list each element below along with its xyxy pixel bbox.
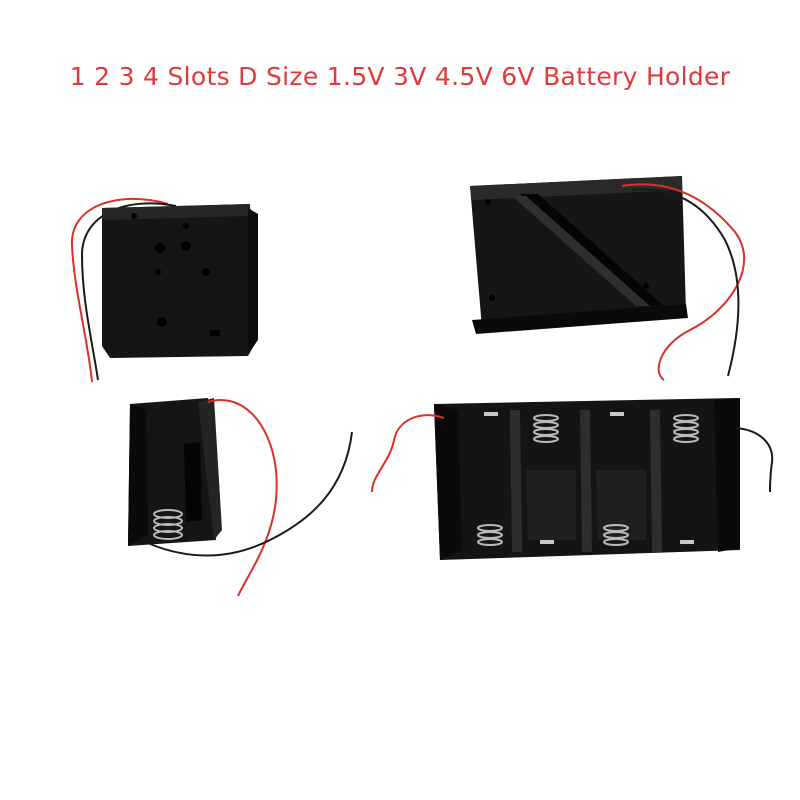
product-title: 1 2 3 4 Slots D Size 1.5V 3V 4.5V 6V Bat… <box>69 62 731 91</box>
black-wire <box>149 431 353 557</box>
holder-4-slot-open <box>371 398 774 560</box>
holder-2-slot-back <box>70 197 258 383</box>
black-wire <box>631 188 740 377</box>
red-wire <box>207 399 278 597</box>
holder-4-slot-back <box>470 176 746 381</box>
red-wire <box>371 414 445 493</box>
black-wire <box>735 427 774 493</box>
red-wire <box>70 197 169 383</box>
holder-1-slot <box>128 398 353 597</box>
red-wire <box>621 183 746 381</box>
spring-icon <box>477 414 699 546</box>
spring-icon <box>153 509 183 540</box>
black-wire <box>80 202 177 381</box>
